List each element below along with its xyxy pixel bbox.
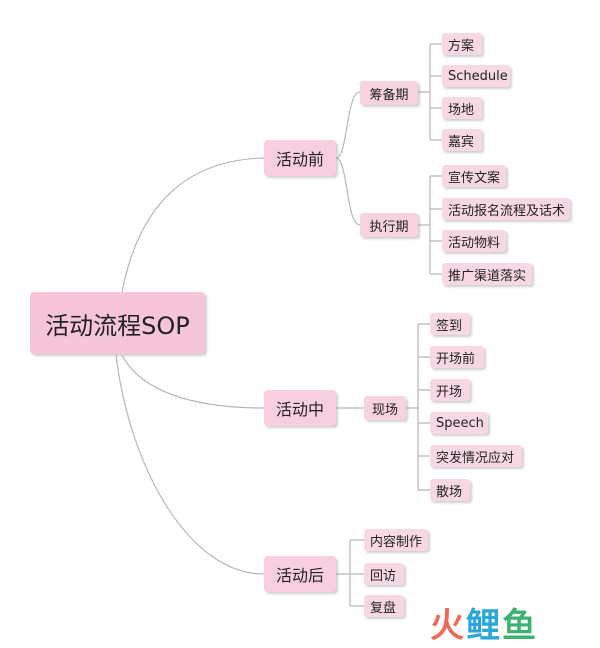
after-item-review: 复盘: [364, 595, 404, 617]
connector-prep-bracket: [418, 43, 442, 141]
stage-before-node: 活动前: [264, 140, 336, 176]
watermark-char: 鱼: [502, 605, 538, 646]
prep-item-schedule: Schedule: [442, 65, 510, 87]
connector-root-during: [121, 354, 265, 409]
onsite-item-pre-opening: 开场前: [430, 346, 484, 368]
watermark-logo: 火 鲤 鱼: [430, 600, 580, 646]
connector-root-after: [115, 354, 265, 575]
exec-item-copywriting: 宣传文案: [442, 165, 506, 187]
stage-during-node: 活动中: [264, 390, 336, 426]
connector-after-bracket: [336, 539, 364, 607]
connector-exec-bracket: [418, 175, 442, 275]
onsite-item-emergency: 突发情况应对: [430, 445, 522, 467]
onsite-item-speech: Speech: [430, 412, 488, 434]
connector-onsite-bracket: [406, 323, 430, 491]
onsite-node: 现场: [364, 396, 406, 420]
connector-before-prep: [335, 91, 361, 159]
onsite-item-opening: 开场: [430, 379, 470, 401]
onsite-item-closing: 散场: [430, 479, 470, 501]
onsite-item-checkin: 签到: [430, 313, 470, 335]
prep-item-plan: 方案: [442, 33, 482, 55]
after-item-followup: 回访: [364, 563, 404, 585]
root-node: 活动流程SOP: [30, 292, 205, 354]
watermark-char: 火: [430, 605, 466, 646]
connector-before-exec: [335, 157, 361, 226]
stage-after-node: 活动后: [264, 556, 336, 592]
prep-item-guests: 嘉宾: [442, 129, 482, 151]
connector-root-before: [121, 157, 265, 293]
exec-item-registration: 活动报名流程及话术: [442, 198, 570, 220]
exec-phase-node: 执行期: [360, 213, 418, 237]
watermark-char: 鲤: [466, 605, 502, 646]
prep-phase-node: 筹备期: [360, 81, 418, 105]
after-item-content: 内容制作: [364, 529, 428, 551]
prep-item-venue: 场地: [442, 97, 482, 119]
exec-item-promotion: 推广渠道落实: [442, 263, 532, 285]
exec-item-materials: 活动物料: [442, 230, 506, 252]
